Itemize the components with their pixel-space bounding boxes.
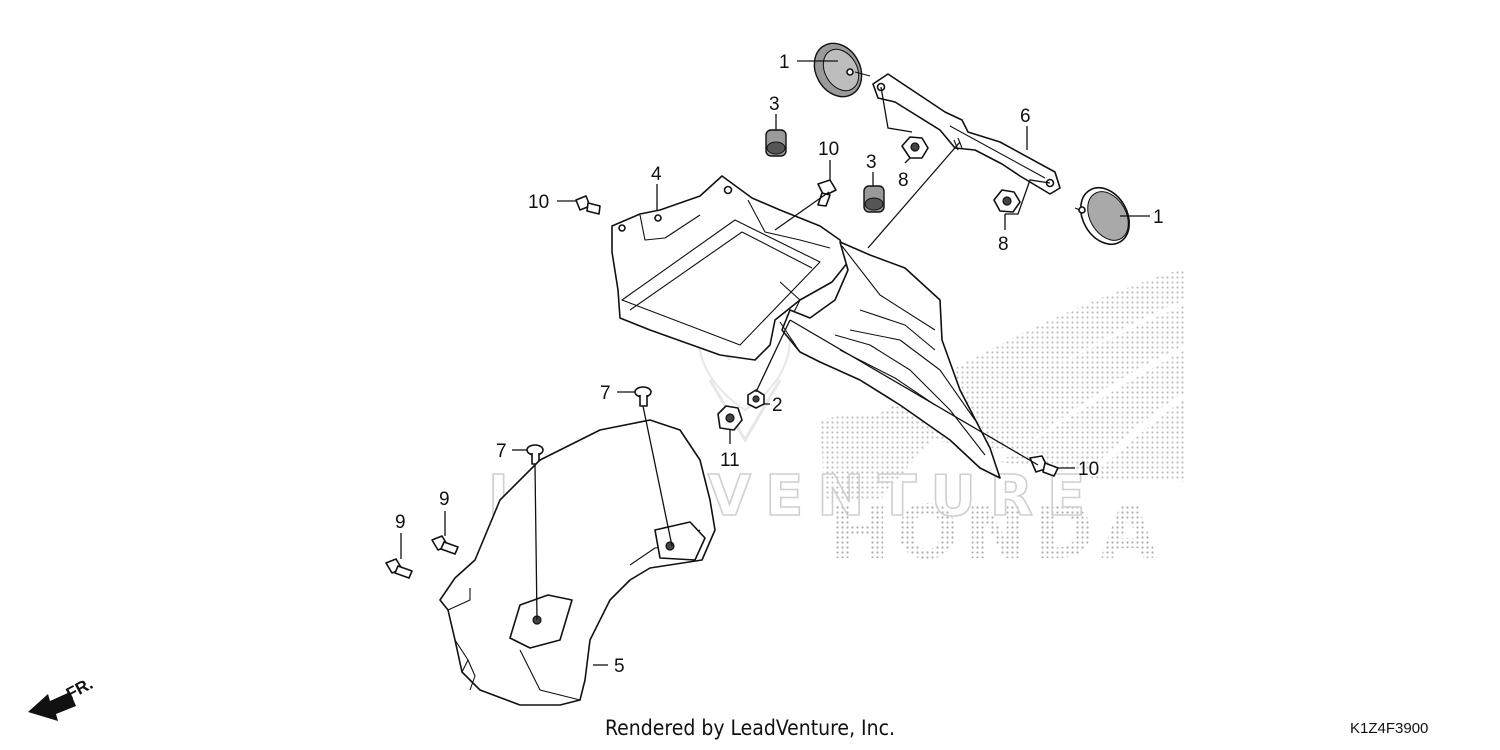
callout-10-left: 10 [528,192,549,213]
callout-10-center: 10 [818,139,839,160]
callout-4: 4 [651,164,662,185]
callout-2: 2 [772,395,783,416]
part-bolt-9-lower[interactable] [385,558,413,579]
part-flange-nut-lower[interactable] [993,189,1021,213]
callout-3-left: 3 [769,94,780,115]
callout-8-lower: 8 [998,234,1009,255]
front-arrow-icon [28,692,76,721]
callout-10-right: 10 [1078,459,1099,480]
footer-credit: Rendered by LeadVenture, Inc. [605,716,895,740]
part-grommet-right[interactable] [863,185,885,213]
part-rear-fender-tail[interactable] [779,241,1001,479]
part-rear-fender-upper[interactable] [611,175,849,361]
callout-1-right: 1 [1153,207,1164,228]
callout-11: 11 [720,450,740,471]
part-reflector-top[interactable] [805,35,871,105]
part-clip-nut[interactable] [747,389,765,409]
part-reflector-right[interactable] [1071,179,1139,253]
part-flange-nut-upper[interactable] [901,136,929,159]
part-bolt-9-upper[interactable] [431,535,459,555]
callout-9-upper: 9 [439,489,450,510]
callout-9-lower: 9 [395,512,406,533]
front-direction-indicator: FR. [28,674,96,721]
leader-lines [400,60,1150,666]
part-reflector-bracket[interactable] [872,73,1061,195]
part-bolt-right[interactable] [1029,455,1059,477]
honda-brand-watermark: HONDA [828,490,1163,576]
diagram-code: K1Z4F3900 [1350,720,1429,737]
callout-3-right: 3 [866,152,877,173]
callout-1-top: 1 [779,52,790,73]
callout-7-lower: 7 [496,441,507,462]
callout-7-upper: 7 [600,383,611,404]
part-bolt-left[interactable] [575,195,601,215]
part-bolt-center[interactable] [817,179,837,207]
part-hex-nut[interactable] [717,405,743,431]
callout-8-upper: 8 [898,170,909,191]
part-rear-hugger[interactable] [439,419,716,706]
part-grommet-left[interactable] [765,129,787,157]
callout-6: 6 [1020,106,1031,127]
callout-5: 5 [614,656,625,677]
part-screw-upper[interactable] [634,386,652,407]
